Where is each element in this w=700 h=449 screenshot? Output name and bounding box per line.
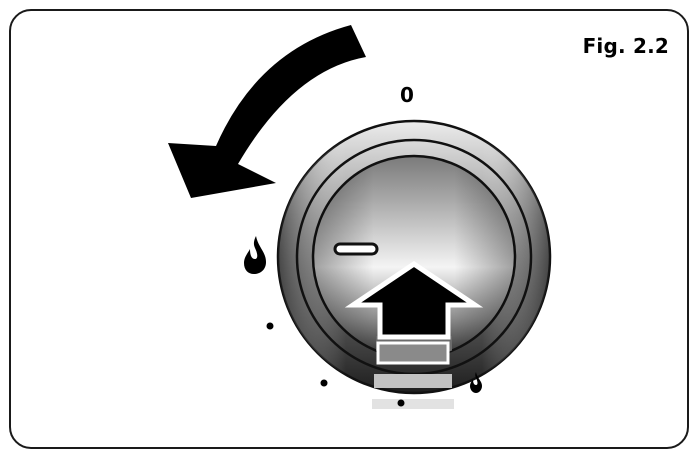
- position-dot-icon: [397, 399, 405, 407]
- zero-position-label: 0: [400, 83, 414, 107]
- position-dot-icon: [266, 322, 274, 330]
- rotation-arrow-icon: [168, 25, 366, 198]
- min-flame-icon: [470, 372, 482, 393]
- figure-label: Fig. 2.2: [582, 34, 669, 58]
- max-flame-icon: [244, 236, 266, 274]
- push-arrow-icon: [344, 260, 484, 409]
- knob-indicator-mark: [333, 242, 379, 256]
- position-dot-icon: [320, 379, 328, 387]
- knob-diagram: [168, 25, 552, 409]
